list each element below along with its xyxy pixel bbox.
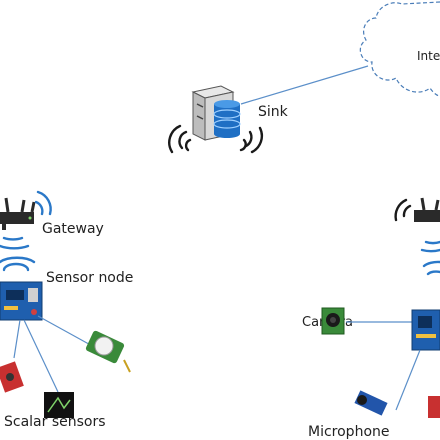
sensor-module-icon: [0, 361, 24, 393]
scalar-sensors-label: Scalar sensors: [4, 414, 106, 430]
sensor-node-label: Sensor node: [46, 270, 133, 286]
link-node-sensor-2: [23, 319, 59, 393]
pir-sensor-icon: [85, 330, 131, 373]
cloud-icon: Inte: [359, 1, 440, 97]
wifi-signal-icon: [394, 198, 440, 253]
link-sink-cloud: [240, 65, 369, 105]
wifi-signal-icon: [0, 256, 36, 272]
microphone-label: Microphone: [308, 424, 390, 440]
sensor-module-icon: [44, 392, 74, 418]
router-icon: [0, 197, 36, 230]
link-node-microphone: [395, 349, 421, 411]
board-icon: [0, 281, 43, 321]
wifi-signal-icon: [422, 260, 440, 276]
camera-module-icon: [321, 307, 345, 335]
wifi-signal-icon: [168, 124, 264, 154]
database-icon: [213, 100, 241, 138]
link-node-sensor-3: [37, 315, 97, 349]
link-node-sensor-1: [13, 319, 21, 359]
gateway-label: Gateway: [42, 221, 104, 237]
sensor-module-icon: [428, 396, 440, 418]
cloud-label: Inte: [417, 49, 440, 63]
microphone-module-icon: [354, 390, 388, 416]
wifi-signal-icon: [0, 190, 52, 250]
sink-label: Sink: [258, 104, 289, 120]
router-icon: [414, 197, 440, 222]
board-icon: [411, 309, 440, 351]
server-icon: [191, 85, 241, 141]
